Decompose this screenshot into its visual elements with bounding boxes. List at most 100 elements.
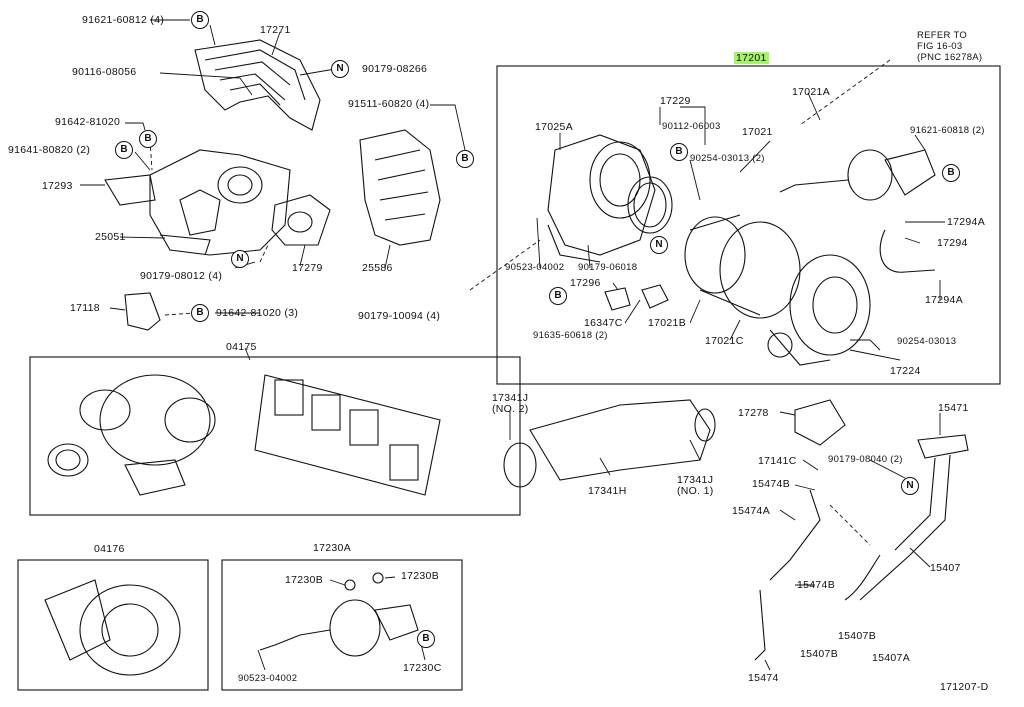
kit-04176-parts	[44, 579, 181, 676]
part-label[interactable]: 90179-10094 (4)	[358, 310, 441, 322]
ref-badge-b: B	[942, 164, 960, 182]
part-label[interactable]: 17278	[738, 407, 769, 419]
part-label[interactable]: 91511-60820 (4)	[348, 98, 430, 110]
part-label[interactable]: 17296	[570, 277, 601, 289]
part-label[interactable]: 17294A	[947, 216, 986, 228]
part-label[interactable]: 91621-60812 (4)	[82, 14, 165, 26]
gasket-17278	[794, 399, 846, 446]
diagram-id: 171207-D	[940, 681, 989, 693]
part-label[interactable]: 17230B	[401, 570, 440, 582]
turbine-outlet-elbow	[547, 134, 656, 263]
ref-badge-n: N	[650, 236, 668, 254]
ref-badge-b: B	[191, 11, 209, 29]
part-label[interactable]: 17230A	[313, 542, 352, 554]
kit-04175-parts	[47, 374, 441, 496]
ref-badge-n: N	[231, 250, 249, 268]
part-label[interactable]: 91642-81020 (3)	[216, 307, 299, 319]
hose-17294	[879, 229, 936, 273]
highlight-part-17201[interactable]: 17201	[734, 52, 769, 64]
part-label[interactable]: 90254-03013 (2)	[690, 153, 765, 164]
kit-17230A-parts	[259, 572, 419, 657]
part-label[interactable]: 90254-03013	[897, 336, 957, 347]
part-label[interactable]: 91621-60818 (2)	[910, 125, 985, 136]
part-label[interactable]: 15407B	[800, 648, 839, 660]
part-label[interactable]: 17021A	[792, 86, 831, 98]
kit-04176-frame	[17, 559, 209, 691]
gasket-16347C	[641, 284, 669, 309]
part-label[interactable]: 90523-04002	[505, 262, 565, 273]
part-label[interactable]: 16347C	[584, 317, 623, 329]
part-label[interactable]: 90179-06018	[578, 262, 638, 273]
part-label[interactable]: 04176	[94, 543, 125, 555]
part-label[interactable]: 25051	[95, 231, 126, 243]
part-label[interactable]: 90179-08012 (4)	[140, 270, 223, 282]
part-label[interactable]: 17021B	[648, 317, 687, 329]
part-label[interactable]: 90179-08040 (2)	[828, 454, 903, 465]
kit-04175-frame	[29, 356, 521, 516]
part-label[interactable]: 17021C	[705, 335, 744, 347]
part-label[interactable]: 17025A	[535, 121, 574, 133]
part-label-note: (NO. 2)	[492, 403, 529, 415]
part-label[interactable]: 90523-04002	[238, 673, 298, 684]
part-label[interactable]: 15407	[930, 562, 961, 574]
gasket-17296	[604, 287, 631, 311]
part-label[interactable]: 15407B	[838, 630, 877, 642]
clamp-ring	[627, 176, 673, 234]
part-label[interactable]: 17341H	[588, 485, 627, 497]
part-label[interactable]: 15474A	[732, 505, 771, 517]
part-label[interactable]: 17229	[660, 95, 691, 107]
part-label[interactable]: 17341J	[677, 474, 714, 486]
part-label[interactable]: 17293	[42, 180, 73, 192]
part-label[interactable]: 17271	[260, 24, 291, 36]
ref-badge-b: B	[417, 630, 435, 648]
refer-note-line2[interactable]: FIG 16-03	[917, 41, 963, 52]
bracket-17118	[124, 292, 161, 331]
part-label[interactable]: 17279	[292, 262, 323, 274]
part-label[interactable]: 91641-80820 (2)	[8, 144, 91, 156]
part-label[interactable]: 15474B	[797, 579, 836, 591]
ref-badge-n: N	[901, 477, 919, 495]
part-label[interactable]: 15474B	[752, 478, 791, 490]
turbo-assembly-frame	[496, 65, 1001, 385]
oil-pipes	[754, 434, 969, 661]
ref-badge-b: B	[456, 150, 474, 168]
part-label[interactable]: 17230C	[403, 662, 442, 674]
refer-note-line1: REFER TO	[917, 30, 968, 41]
part-label[interactable]: 25586	[362, 262, 393, 274]
refer-note-line3[interactable]: (PNC 16278A)	[917, 52, 983, 63]
part-label[interactable]: 04175	[226, 341, 257, 353]
ref-badge-b: B	[115, 141, 133, 159]
part-label[interactable]: 90179-08266	[362, 63, 428, 75]
part-label[interactable]: 17224	[890, 365, 921, 377]
part-label[interactable]: 15474	[748, 672, 779, 684]
actuator	[779, 149, 936, 201]
intake-hose-17341H	[503, 399, 716, 488]
part-label-note: (NO. 1)	[677, 485, 714, 497]
part-label[interactable]: 15407A	[872, 652, 911, 664]
part-label[interactable]: 91642-81020	[55, 116, 121, 128]
part-label[interactable]: 90112-06003	[662, 121, 721, 132]
part-label[interactable]: 17118	[70, 302, 100, 314]
part-label[interactable]: 17141C	[758, 455, 797, 467]
part-label[interactable]: 17341J	[492, 392, 529, 404]
part-label[interactable]: 17294A	[925, 294, 964, 306]
turbocharger-body	[684, 214, 871, 366]
heat-insulator-17271	[194, 39, 321, 131]
ref-badge-b: B	[549, 287, 567, 305]
ref-badge-n: N	[331, 60, 349, 78]
part-label[interactable]: 17294	[937, 237, 968, 249]
exhaust-manifold	[104, 149, 291, 256]
gasket-17279	[271, 194, 331, 246]
ref-badge-b: B	[670, 143, 688, 161]
part-label[interactable]: 17021	[742, 126, 773, 138]
part-label[interactable]: 15471	[938, 402, 969, 414]
part-label[interactable]: 91635-60618 (2)	[533, 330, 608, 341]
part-label[interactable]: 90116-08056	[72, 66, 137, 78]
kit-17230A-frame	[221, 559, 463, 691]
ref-badge-b: B	[139, 130, 157, 148]
part-label[interactable]: 17230B	[285, 574, 324, 586]
insulator-25586	[359, 129, 441, 246]
ref-badge-b: B	[191, 304, 209, 322]
